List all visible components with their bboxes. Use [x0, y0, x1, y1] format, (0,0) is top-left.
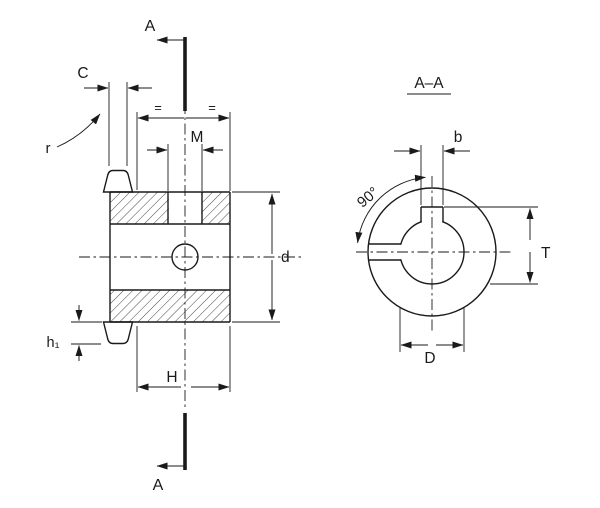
tooth-top: [102, 169, 134, 193]
dim-d-label: d: [281, 249, 290, 266]
angle-label: 90°: [354, 184, 382, 212]
dim-hh-label: H: [166, 369, 177, 386]
dim-h1-label: h₁: [47, 335, 60, 351]
dim-eq-label-right: =: [208, 100, 216, 115]
dim-r-label: r: [46, 140, 51, 157]
dim-dd-label: D: [424, 350, 435, 367]
dim-m-label: M: [191, 129, 204, 146]
section-label-top: A: [145, 18, 156, 35]
angle-arc-lower: [355, 197, 381, 244]
dim-eq-label-left: =: [154, 100, 162, 115]
dim-r-leader: [56, 113, 101, 148]
section-view: A–A b 90° T: [354, 75, 551, 367]
dim-c-label: C: [77, 65, 88, 82]
angle-arc-upper: [379, 174, 426, 199]
section-label-bottom: A: [153, 477, 164, 494]
front-view: A A C r = = M d h₁: [46, 18, 301, 494]
dim-b-label: b: [454, 129, 463, 146]
dim-t-label: T: [541, 245, 551, 262]
section-view-title: A–A: [414, 75, 444, 92]
hub-section-bottom-hatch: [110, 290, 230, 322]
tooth-bottom: [102, 321, 134, 345]
